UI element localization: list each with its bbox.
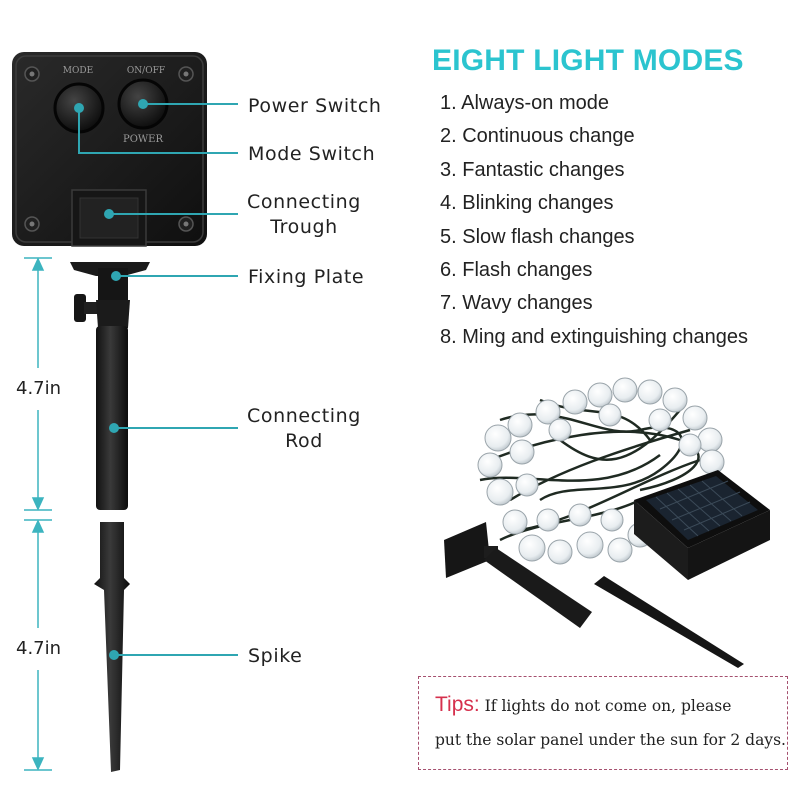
light-mode-item: 7. Wavy changes — [440, 292, 593, 315]
power-button-label: POWER — [123, 134, 164, 145]
tips-line1: Tips: If lights do not come on, please — [435, 693, 731, 717]
product-photo — [444, 377, 770, 668]
callout-fixing-plate: Fixing Plate — [248, 266, 365, 288]
light-mode-item: 5. Slow flash changes — [440, 225, 635, 248]
light-mode-item: 3. Fantastic changes — [440, 158, 625, 181]
screw-icon — [178, 216, 194, 232]
callout-power-switch: Power Switch — [248, 95, 382, 117]
callout-connecting-trough-line2: Trough — [270, 216, 338, 238]
light-mode-item: 1. Always-on mode — [440, 92, 609, 114]
solar-panel-front — [634, 470, 770, 580]
dimension-rod-length: 4.7in — [16, 378, 62, 399]
tips-text-line1: If lights do not come on, please — [479, 697, 732, 715]
stake-photo — [444, 522, 592, 628]
bulbs — [477, 377, 725, 565]
callout-connecting-trough-line1: Connecting — [247, 191, 361, 213]
callout-connecting-rod-line2: Rod — [285, 430, 323, 452]
callout-connecting-rod-line1: Connecting — [247, 405, 361, 427]
light-mode-item: 6. Flash changes — [440, 258, 593, 281]
tips-text-line2: put the solar panel under the sun for 2 … — [435, 731, 786, 749]
mode-button-label: MODE — [63, 66, 93, 76]
screw-icon — [178, 66, 194, 82]
spike-photo — [594, 576, 744, 668]
leader-lines — [74, 99, 238, 660]
dimension-lines — [24, 257, 52, 771]
screw-icon — [24, 66, 40, 82]
light-mode-item: 2. Continuous change — [440, 125, 635, 148]
screw-icon — [24, 216, 40, 232]
thumb-screw — [74, 294, 100, 322]
light-modes-list: 1. Always-on mode 2. Continuous change 3… — [440, 88, 748, 355]
light-modes-title: EIGHT LIGHT MODES — [432, 44, 744, 77]
callout-connecting-rod: Connecting Rod — [245, 404, 363, 454]
callout-mode-switch: Mode Switch — [248, 143, 376, 165]
connecting-rod — [96, 326, 128, 510]
callout-connecting-trough: Connecting Trough — [245, 190, 363, 240]
spike — [94, 522, 130, 772]
tips-label: Tips: — [435, 693, 480, 716]
light-mode-item: 4. Blinking changes — [440, 192, 614, 215]
dimension-spike-length: 4.7in — [16, 638, 62, 659]
onoff-button-label: ON/OFF — [127, 66, 165, 76]
tips-box: Tips: If lights do not come on, please p… — [418, 676, 788, 770]
light-mode-item: 8. Ming and extinguishing changes — [440, 325, 748, 348]
stake-assembly — [70, 262, 150, 772]
callout-spike: Spike — [248, 645, 303, 667]
